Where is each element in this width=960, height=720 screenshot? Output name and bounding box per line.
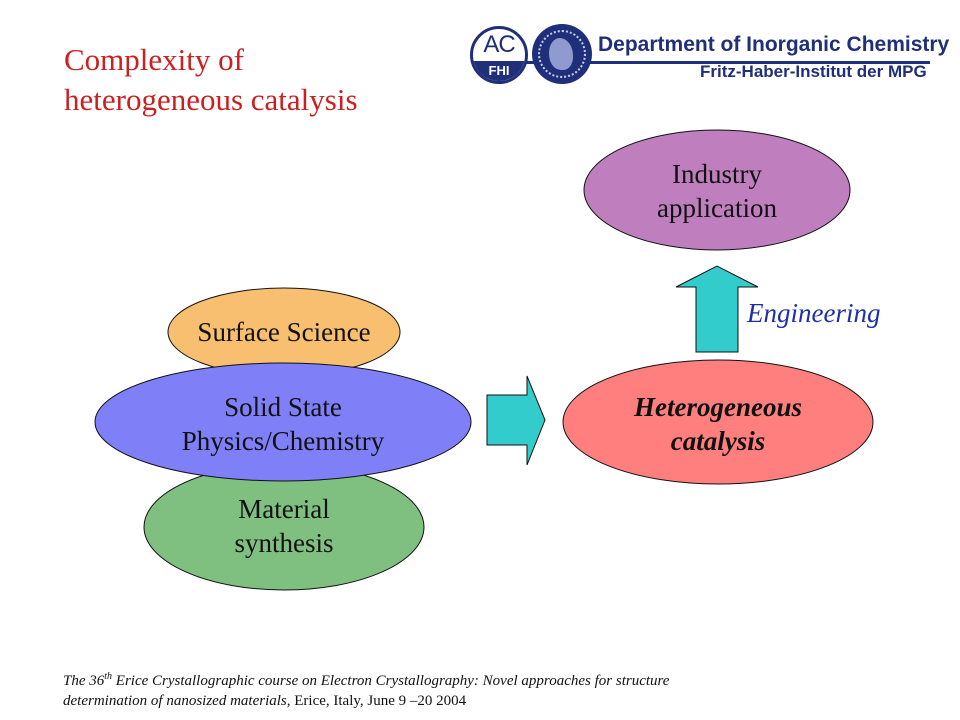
material-synthesis-label-line-2: synthesis: [234, 528, 334, 558]
footer-line-1-pre: The 36: [63, 673, 105, 689]
solid-state-label-line-2: Physics/Chemistry: [181, 426, 385, 456]
node-solid-state: [94, 362, 472, 482]
slide-title: Complexity of heterogeneous catalysis: [64, 40, 358, 120]
mpg-seal-logo: [532, 24, 592, 84]
footer-line-1-sup: th: [104, 671, 113, 682]
footer-line-2: determination of nanosized materials, Er…: [63, 691, 669, 711]
heterogeneous-catalysis-label-line-1: Heterogeneous: [634, 392, 802, 422]
footer-line-2-upright: Erice, Italy, June 9 –20 2004: [290, 693, 467, 709]
node-heterogeneous-catalysis: [562, 359, 874, 485]
header-rule: [510, 61, 930, 64]
mpg-seal-ring: [538, 30, 586, 78]
footer-line-1-post: Erice Crystallographic course on Electro…: [112, 673, 670, 689]
ac-fhi-logo: AC FHI: [470, 26, 528, 84]
engineering-edge-label: Engineering: [747, 298, 881, 328]
heterogeneous-catalysis-label: Heterogeneous catalysis: [634, 390, 802, 458]
minerva-head-icon: [549, 38, 573, 70]
heterogeneous-catalysis-label-line-2: catalysis: [670, 426, 766, 456]
arrow-to-heterogeneous: [486, 375, 546, 466]
department-title: Department of Inorganic Chemistry: [598, 33, 950, 56]
node-industry-application: [583, 129, 851, 251]
footer-citation: The 36th Erice Crystallographic course o…: [63, 667, 669, 711]
slide-title-line-2: heterogeneous catalysis: [64, 82, 358, 117]
surface-science-label: Surface Science: [197, 317, 371, 347]
ac-fhi-logo-top: AC: [483, 31, 515, 58]
footer-line-1: The 36th Erice Crystallographic course o…: [63, 667, 669, 691]
material-synthesis-label-line-1: Material: [238, 494, 330, 524]
slide-title-line-1: Complexity of: [64, 42, 244, 77]
ac-fhi-logo-bottom: FHI: [473, 61, 525, 81]
industry-application-label-line-1: Industry: [672, 159, 762, 189]
footer-line-2-italic: determination of nanosized materials,: [63, 693, 291, 709]
institute-name: Fritz-Haber-Institut der MPG: [700, 62, 927, 81]
arrow-engineering-up: [675, 265, 759, 353]
solid-state-label-line-1: Solid State: [224, 392, 342, 422]
industry-application-label-line-2: application: [657, 193, 777, 223]
industry-application-label: Industry application: [657, 157, 777, 225]
material-synthesis-label: Material synthesis: [234, 492, 333, 560]
solid-state-label: Solid State Physics/Chemistry: [182, 390, 385, 458]
